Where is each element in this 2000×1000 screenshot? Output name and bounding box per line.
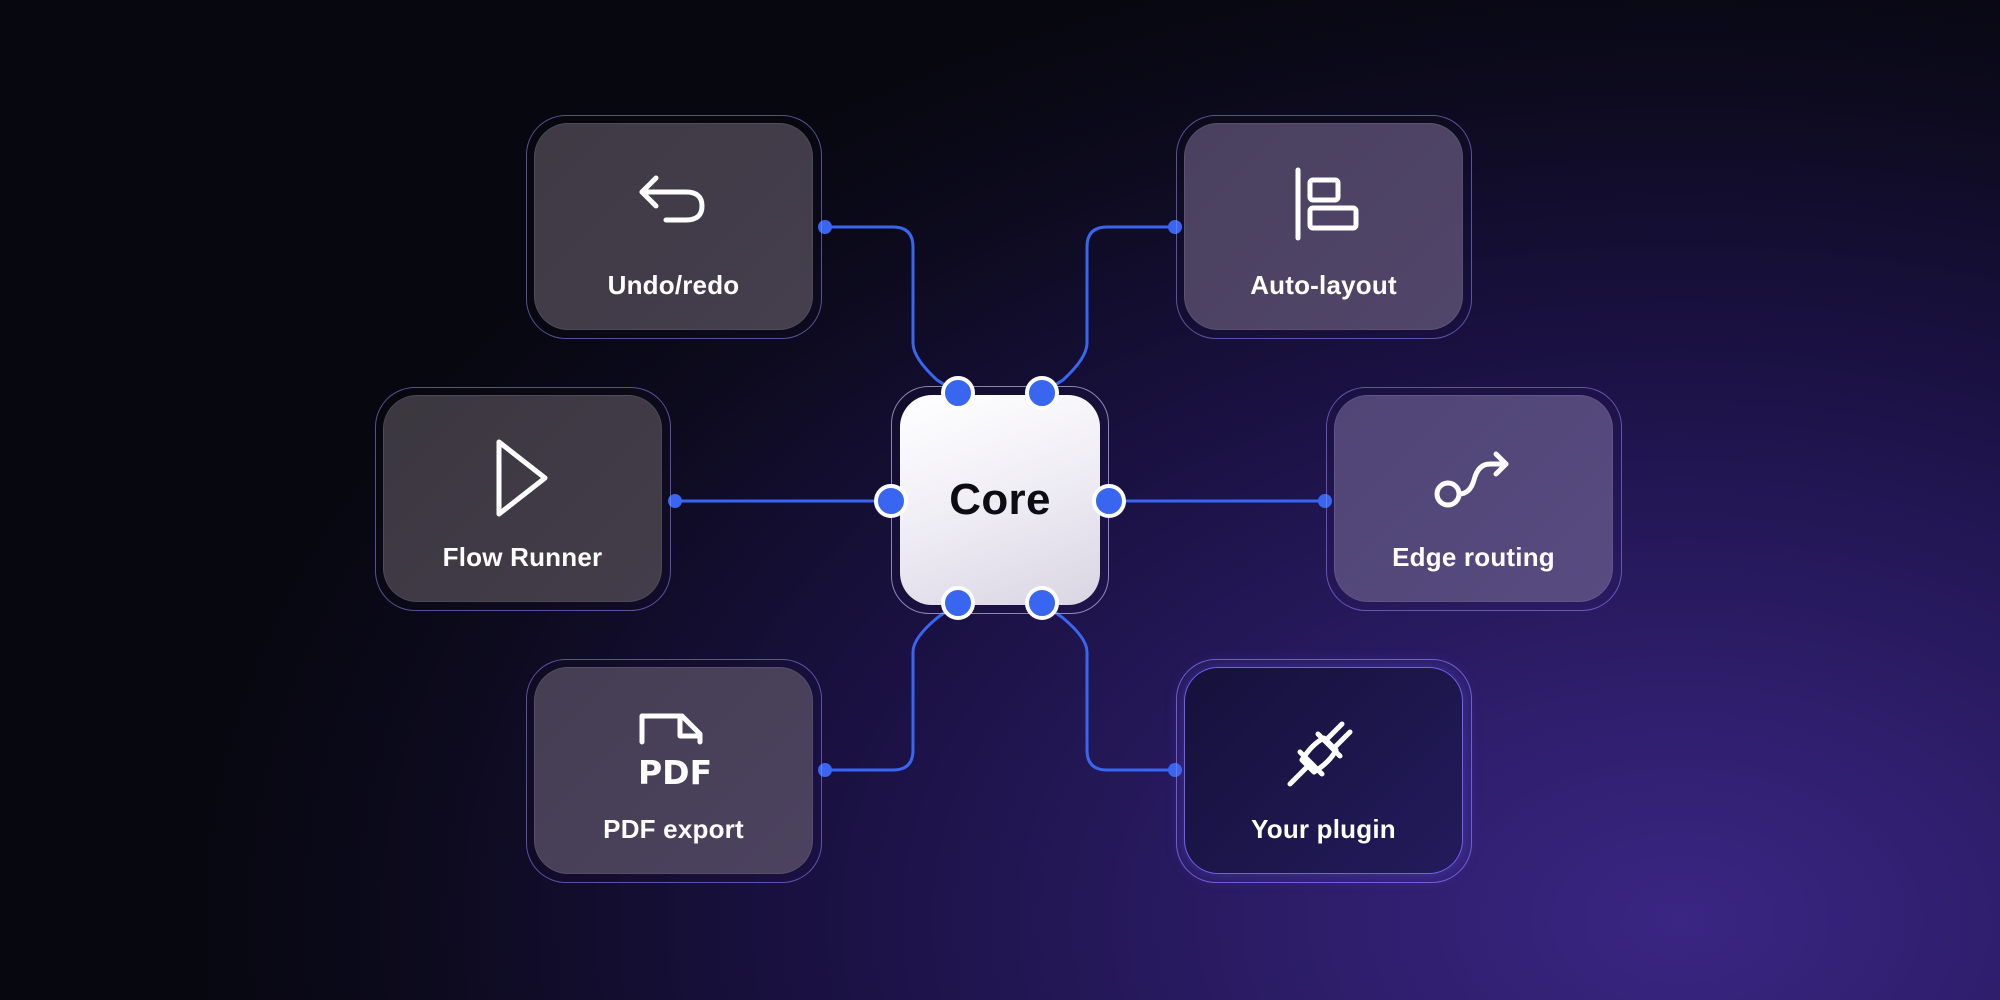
undo-arrow-icon <box>632 164 716 248</box>
port-top-right <box>1025 376 1059 410</box>
port-left <box>874 484 908 518</box>
node-auto-layout-card[interactable]: Auto-layout <box>1184 123 1463 330</box>
node-edge-routing-label: Edge routing <box>1392 542 1555 572</box>
node-undo-redo[interactable]: Undo/redo <box>526 115 822 339</box>
node-your-plugin-label: Your plugin <box>1251 814 1396 844</box>
wire-pdf <box>823 601 960 772</box>
node-pdf-export-label: PDF export <box>603 814 744 844</box>
plug-icon <box>1282 708 1366 792</box>
align-left-icon <box>1282 164 1366 248</box>
node-flow-runner-label: Flow Runner <box>442 542 603 572</box>
port-top-left <box>941 376 975 410</box>
node-auto-layout[interactable]: Auto-layout <box>1176 115 1472 339</box>
node-edge-routing[interactable]: Edge routing <box>1326 387 1622 611</box>
core-label: Core <box>949 475 1051 524</box>
wire-plugin <box>1040 601 1177 772</box>
wire-undo <box>823 225 960 395</box>
node-flow-runner[interactable]: Flow Runner <box>375 387 671 611</box>
play-icon <box>481 436 565 520</box>
node-flow-runner-card[interactable]: Flow Runner <box>383 395 662 602</box>
port-bottom-left <box>941 586 975 620</box>
wire-end-flow <box>668 494 682 508</box>
pdf-file-icon: PDF <box>632 708 716 792</box>
core-node-card[interactable]: Core <box>900 395 1100 605</box>
port-right <box>1092 484 1126 518</box>
edge-routing-icon <box>1432 436 1516 520</box>
node-your-plugin-card[interactable]: Your plugin <box>1184 667 1463 874</box>
svg-text:PDF: PDF <box>638 753 712 792</box>
port-bottom-right <box>1025 586 1059 620</box>
wire-end-edge <box>1318 494 1332 508</box>
node-pdf-export[interactable]: PDF PDF export <box>526 659 822 883</box>
node-pdf-export-card[interactable]: PDF PDF export <box>534 667 813 874</box>
node-your-plugin[interactable]: Your plugin <box>1176 659 1472 883</box>
node-edge-routing-card[interactable]: Edge routing <box>1334 395 1613 602</box>
wire-end-plugin <box>1168 763 1182 777</box>
wire-auto <box>1040 225 1177 395</box>
wire-end-auto <box>1168 220 1182 234</box>
core-node[interactable]: Core <box>891 386 1109 614</box>
node-auto-layout-label: Auto-layout <box>1250 270 1397 300</box>
node-undo-redo-card[interactable]: Undo/redo <box>534 123 813 330</box>
node-undo-redo-label: Undo/redo <box>607 270 740 300</box>
